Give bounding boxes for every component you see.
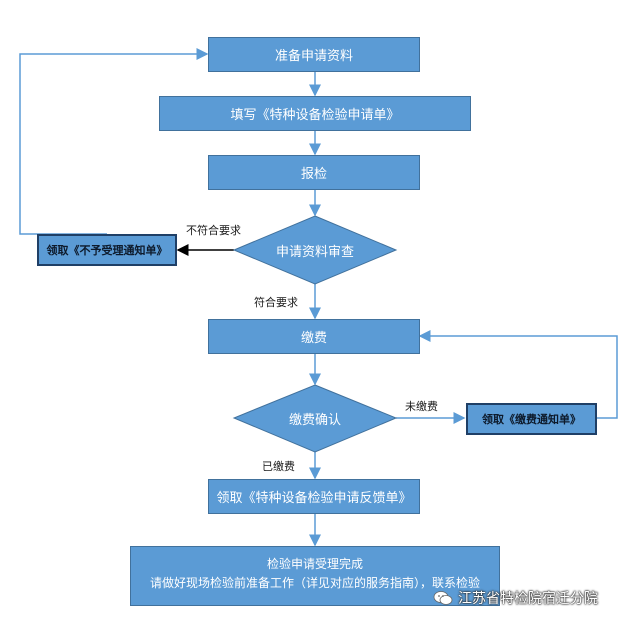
step-feedback: 领取《特种设备检验申请反馈单》	[208, 479, 420, 514]
step-pay: 缴费	[208, 319, 420, 354]
step-final-line2: 请做好现场检验前准备工作（详见对应的服务指南），联系检验	[149, 576, 480, 590]
watermark-text: 江苏省特检院宿迁分院	[458, 591, 598, 607]
step-fill-form-label: 填写《特种设备检验申请单》	[230, 108, 400, 123]
step-pay-label: 缴费	[300, 331, 327, 346]
step-reject-notice: 领取《不予受理通知单》	[37, 234, 177, 266]
step-reject-notice-label: 领取《不予受理通知单》	[46, 244, 168, 257]
label-paid: 已缴费	[262, 460, 295, 473]
wechat-icon	[433, 590, 453, 606]
label-unpaid: 未缴费	[405, 400, 438, 413]
step-prepare-label: 准备申请资料	[274, 49, 353, 64]
step-report-label: 报检	[300, 167, 327, 182]
step-prepare: 准备申请资料	[208, 37, 420, 72]
connector-paynotice-loop	[418, 330, 618, 419]
connector-reject-loop	[19, 48, 209, 235]
label-not-meet: 不符合要求	[186, 224, 241, 237]
watermark: 江苏省特检院宿迁分院	[433, 588, 598, 608]
step-pay-notice: 领取《缴费通知单》	[466, 403, 597, 435]
step-feedback-label: 领取《特种设备检验申请反馈单》	[216, 491, 412, 506]
step-fill-form: 填写《特种设备检验申请单》	[159, 96, 471, 131]
step-pay-notice-label: 领取《缴费通知单》	[482, 413, 581, 426]
step-final-line1: 检验申请受理完成	[266, 557, 363, 571]
confirm-pay-diamond	[232, 384, 398, 453]
review-diamond	[232, 215, 398, 285]
label-meet: 符合要求	[254, 296, 298, 309]
confirm-pay-label: 缴费确认	[288, 412, 341, 428]
review-label: 申请资料审查	[275, 244, 354, 260]
step-final: 检验申请受理完成 请做好现场检验前准备工作（详见对应的服务指南），联系检验	[130, 546, 500, 606]
step-report: 报检	[208, 155, 420, 190]
